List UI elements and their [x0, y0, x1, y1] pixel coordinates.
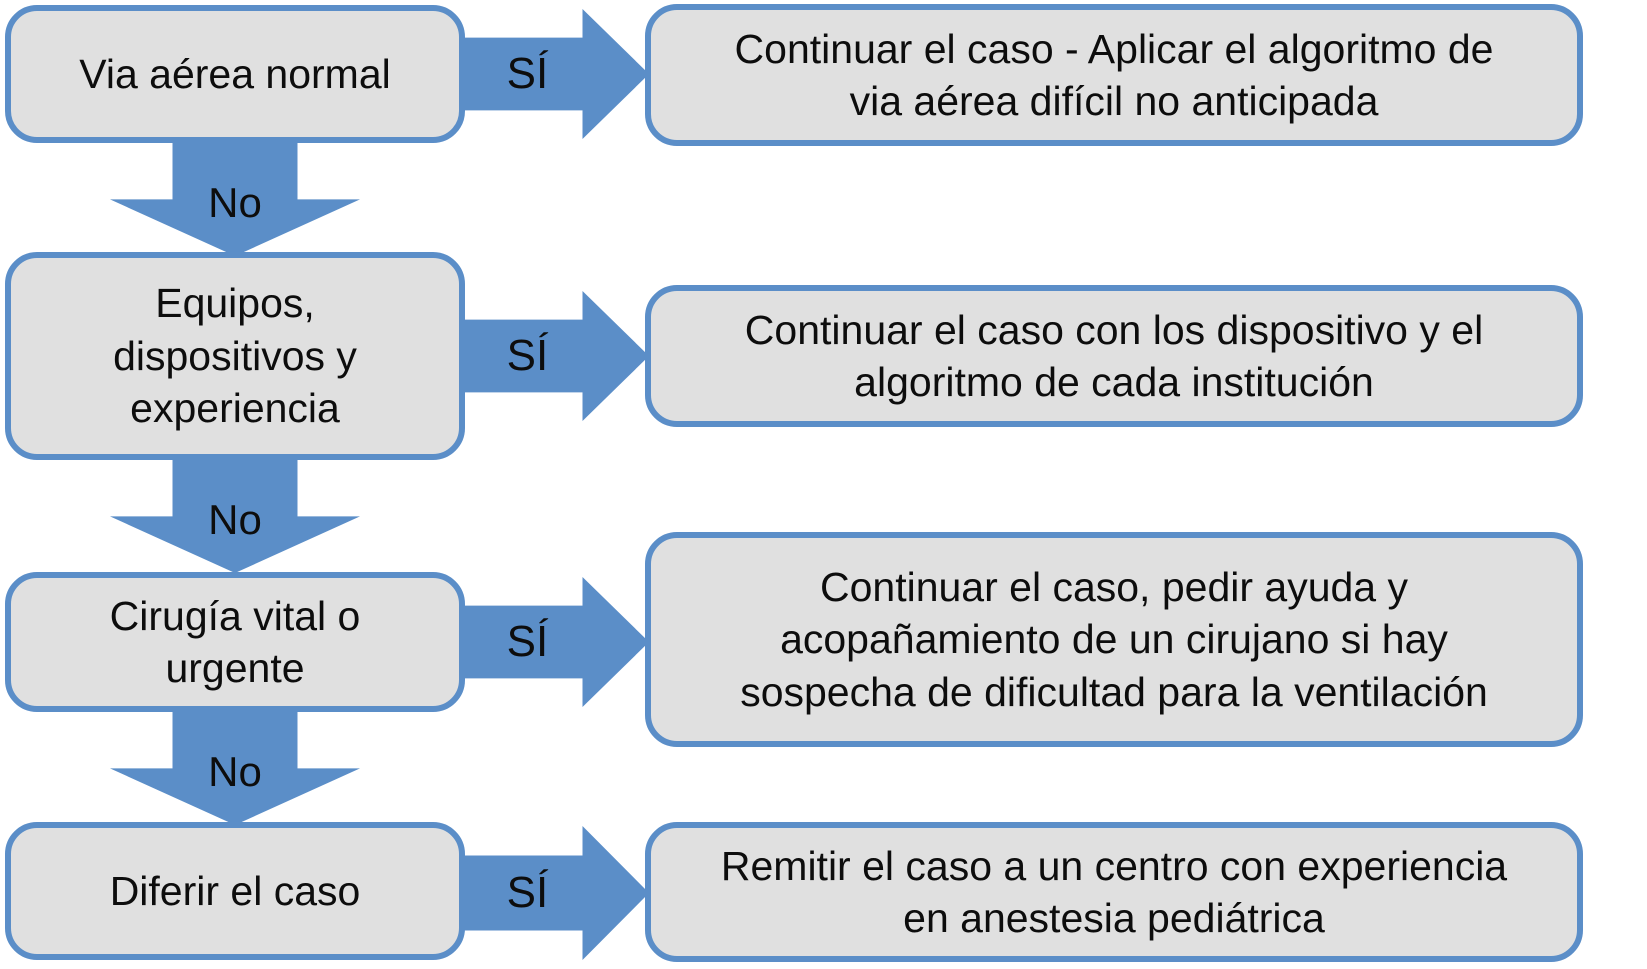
- outcome-box-4: Remitir el caso a un centro con experien…: [645, 822, 1583, 962]
- no-label: No: [208, 178, 262, 226]
- condition-box-diferir-caso: Diferir el caso: [5, 822, 465, 960]
- no-arrow-2: No: [110, 455, 360, 573]
- right-arrow-icon: [459, 291, 649, 421]
- condition-text: Diferir el caso: [109, 867, 361, 914]
- yes-label: SÍ: [506, 617, 549, 666]
- condition-text: experiencia: [130, 385, 340, 432]
- outcome-text: via aérea difícil no anticipada: [849, 78, 1379, 124]
- no-label: No: [208, 747, 262, 795]
- no-arrow-3: No: [110, 707, 360, 825]
- condition-box-via-aerea-normal: Via aérea normal: [5, 5, 465, 143]
- right-arrow-icon: [459, 577, 649, 707]
- condition-box-equipos-dispositivos: Equipos, dispositivos y experiencia: [5, 252, 465, 460]
- condition-text: dispositivos y: [113, 332, 357, 379]
- outcome-box-3: Continuar el caso, pedir ayuda y acopaña…: [645, 532, 1583, 747]
- outcome-text: algoritmo de cada institución: [854, 359, 1374, 405]
- yes-label: SÍ: [506, 49, 549, 98]
- no-label: No: [208, 495, 262, 543]
- yes-arrow-3: SÍ: [459, 577, 649, 707]
- outcome-text: Continuar el caso, pedir ayuda y: [819, 563, 1408, 610]
- condition-text: Via aérea normal: [79, 50, 391, 97]
- yes-label: SÍ: [506, 331, 549, 380]
- outcome-text: sospecha de dificultad para la ventilaci…: [740, 668, 1488, 715]
- condition-text: Equipos,: [155, 280, 315, 327]
- yes-label: SÍ: [506, 868, 549, 917]
- condition-text: Cirugía vital o: [109, 592, 361, 639]
- outcome-box-1: Continuar el caso - Aplicar el algoritmo…: [645, 4, 1583, 146]
- outcome-text: acopañamiento de un cirujano si hay: [780, 616, 1448, 663]
- right-arrow-icon: [459, 9, 649, 139]
- yes-arrow-1: SÍ: [459, 9, 649, 139]
- outcome-box-2: Continuar el caso con los dispositivo y …: [645, 285, 1583, 427]
- yes-arrow-4: SÍ: [459, 826, 649, 960]
- outcome-text: Remitir el caso a un centro con experien…: [720, 842, 1508, 889]
- condition-text: urgente: [165, 645, 305, 691]
- yes-arrow-2: SÍ: [459, 291, 649, 421]
- outcome-text: Continuar el caso - Aplicar el algoritmo…: [734, 25, 1494, 72]
- condition-box-cirugia-vital: Cirugía vital o urgente: [5, 572, 465, 712]
- outcome-text: Continuar el caso con los dispositivo y …: [744, 306, 1484, 353]
- no-arrow-1: No: [110, 138, 360, 256]
- outcome-text: en anestesia pediátrica: [903, 895, 1325, 941]
- right-arrow-icon: [459, 826, 649, 960]
